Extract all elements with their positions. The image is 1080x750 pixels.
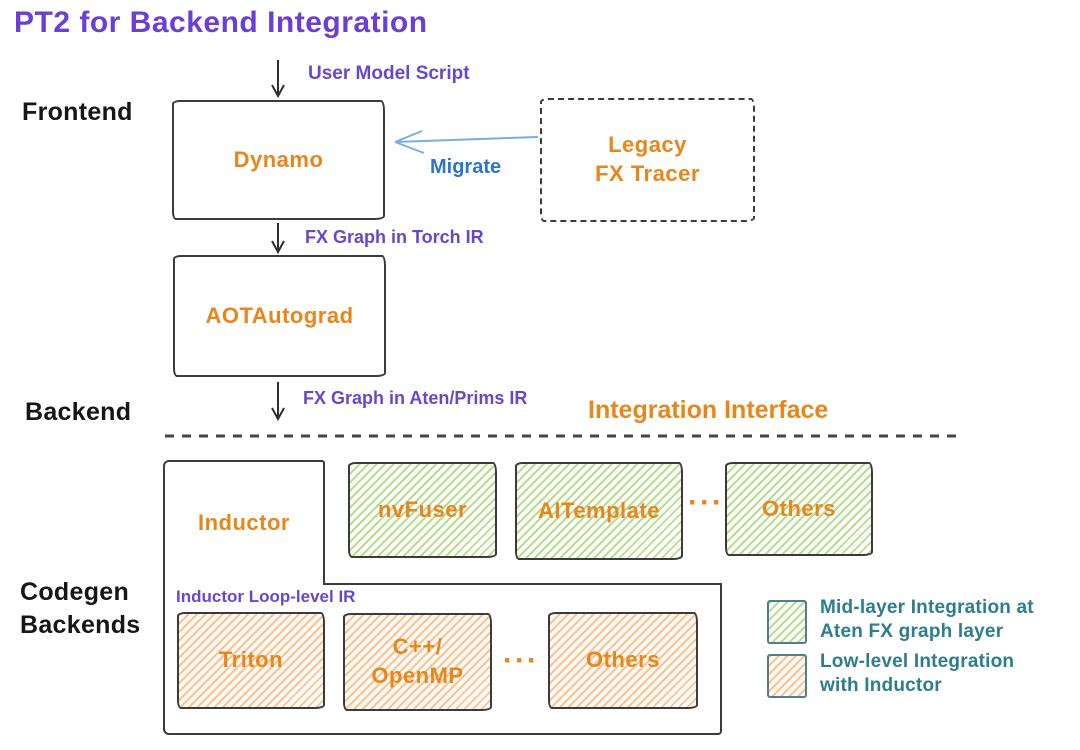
legend-label-mid-layer: Mid-layer Integration at Aten FX graph l…	[820, 597, 1034, 642]
node-legacy-fx-tracer: Legacy FX Tracer	[540, 98, 755, 222]
flow-label-user-model-script: User Model Script	[308, 63, 470, 84]
node-nvfuser-label: nvFuser	[377, 496, 468, 522]
node-aitemplate: AITemplate	[515, 462, 683, 560]
node-aot-autograd: AOTAutograd	[173, 255, 386, 377]
flow-label-migrate: Migrate	[430, 156, 502, 178]
page-title: PT2 for Backend Integration	[14, 6, 428, 39]
arrow-migrate-icon	[394, 130, 539, 154]
legend-swatch-low-level-icon	[767, 654, 807, 698]
node-cpp-openmp: C++/ OpenMP	[343, 613, 492, 711]
node-inductor: Inductor	[163, 460, 325, 583]
node-others-low-level: Others	[548, 612, 698, 709]
node-inductor-label: Inductor	[198, 509, 290, 535]
node-others-mid-layer-label: Others	[762, 495, 836, 521]
arrow-aot-to-backend-icon	[271, 382, 285, 422]
node-others-low-level-label: Others	[586, 647, 660, 673]
node-cpp-openmp-label: C++/ OpenMP	[371, 634, 464, 688]
node-legacy-fx-tracer-label: Legacy FX Tracer	[595, 132, 700, 186]
inductor-codegen-container	[163, 583, 722, 735]
node-aitemplate-label: AITemplate	[538, 497, 660, 523]
section-label-codegen-backends: Codegen Backends	[20, 578, 141, 639]
legend-label-low-level: Low-level Integration with Inductor	[820, 651, 1015, 696]
node-triton-label: Triton	[218, 647, 284, 673]
node-dynamo-label: Dynamo	[233, 146, 324, 172]
flow-label-fx-graph-aten-prims-ir: FX Graph in Aten/Prims IR	[303, 388, 528, 408]
section-label-frontend: Frontend	[22, 98, 133, 126]
node-triton: Triton	[177, 612, 325, 709]
legend-swatch-mid-layer-icon	[767, 600, 807, 644]
node-aot-autograd-label: AOTAutograd	[205, 302, 354, 328]
flow-label-fx-graph-torch-ir: FX Graph in Torch IR	[305, 227, 484, 247]
inductor-loop-level-ir-label: Inductor Loop-level IR	[176, 587, 356, 606]
node-others-mid-layer: Others	[725, 462, 873, 556]
node-dynamo: Dynamo	[172, 100, 385, 220]
inductor-codegen-container-top-edge	[323, 583, 722, 585]
node-nvfuser: nvFuser	[348, 462, 497, 558]
arrow-dynamo-to-aot-icon	[271, 223, 285, 255]
arrow-user-model-script-icon	[271, 60, 285, 99]
ellipsis-low-level: ···	[503, 644, 539, 677]
ellipsis-mid-layer: ···	[688, 486, 724, 519]
integration-interface-label: Integration Interface	[588, 396, 829, 424]
section-label-backend: Backend	[25, 398, 132, 426]
